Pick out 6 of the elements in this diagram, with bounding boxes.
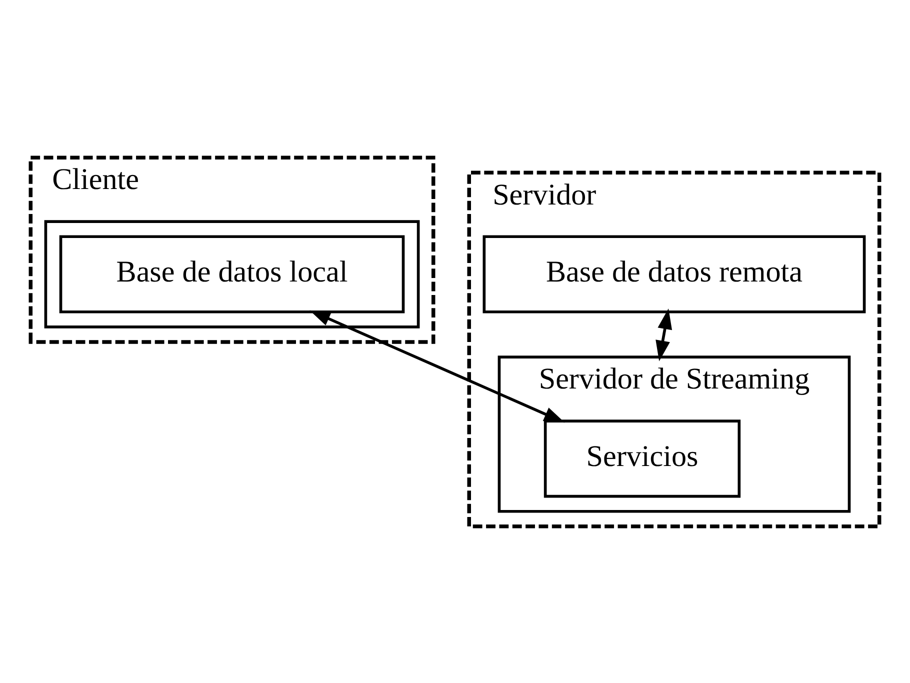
arrow [656, 308, 672, 361]
arrow [310, 310, 565, 422]
node-box: Base de datos local [59, 234, 405, 313]
node-box: Base de datos remota [482, 234, 866, 313]
node-box: Servicios [544, 419, 741, 498]
cluster [44, 220, 420, 328]
